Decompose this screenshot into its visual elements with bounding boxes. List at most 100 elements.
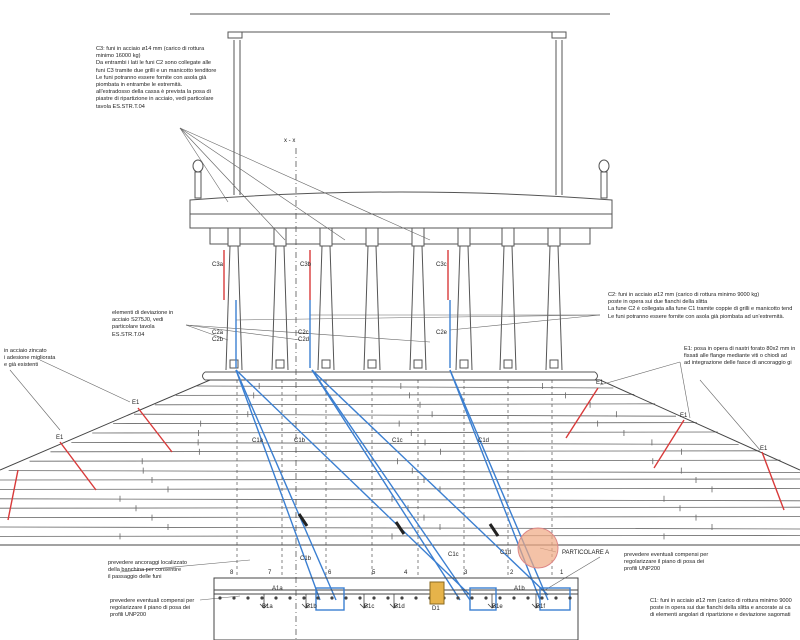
note-c3-line: Da entrambi i lati le funi C2 sono colle… xyxy=(96,60,212,67)
number-label: 7 xyxy=(268,570,272,576)
anchor-arrow xyxy=(259,603,269,609)
anchor-box xyxy=(315,587,345,611)
c1c-label: C1c xyxy=(392,438,403,444)
number-label: 4 xyxy=(404,570,408,576)
c2b-label: C2b xyxy=(212,337,224,343)
note-compensi-line: regolarizzare il piano di posa dei xyxy=(624,559,705,566)
stake-line xyxy=(421,245,427,371)
stake-line xyxy=(409,245,415,371)
note-c2-line: poste in opera sui due fianchi della sli… xyxy=(608,299,708,306)
note-c3-line: all'estradosso della cassa è prevista la… xyxy=(96,89,211,96)
c2e-label: C2e xyxy=(436,330,448,336)
c1c-label: C1c xyxy=(448,552,459,558)
note-left-line: in acciaio zincato xyxy=(4,348,47,354)
number-label: 2 xyxy=(510,570,514,576)
hull-plank xyxy=(154,403,656,406)
bolt-dot xyxy=(554,596,558,600)
hull xyxy=(0,380,800,578)
c2d-label: C2d xyxy=(298,337,310,343)
note-compensi-right: prevedere eventuali compensi per regolar… xyxy=(624,552,708,574)
note-compensi-line: prevedere eventuali compensi per xyxy=(110,598,195,604)
b1f-label: B1f xyxy=(536,604,546,610)
number-label: 5 xyxy=(372,570,376,576)
upper-frame xyxy=(190,13,610,195)
hull-plank xyxy=(0,498,800,502)
posts xyxy=(192,159,610,199)
bolt-dot xyxy=(344,596,348,600)
particolare-label: PARTICOLARE A xyxy=(562,550,610,556)
note-c2-line: C2: funi in acciaio ø12 mm (carico di ro… xyxy=(608,292,760,298)
e1-label: E1 xyxy=(132,400,140,406)
a1a-label: A1a xyxy=(272,586,283,592)
e1-mark xyxy=(653,419,685,469)
note-e1: E1: posa in opera di nastri forato 80x2 … xyxy=(684,346,795,368)
e1-label: E1 xyxy=(680,413,688,419)
particolare-circle xyxy=(517,527,559,569)
b1c-label: B1c xyxy=(364,604,375,610)
hull-plank xyxy=(8,470,800,474)
stake-line xyxy=(237,245,243,371)
note-c1-line: poste in opera sui due fianchi della sli… xyxy=(650,605,791,612)
hull-plank xyxy=(175,393,635,396)
bolt-dot xyxy=(400,596,404,600)
note-compensi-line: regolarizzare il piano di posa dei xyxy=(110,605,191,612)
number-label: 8 xyxy=(230,570,234,576)
stake-cap xyxy=(501,227,515,247)
bolt-dot xyxy=(456,596,460,600)
stake-plate xyxy=(275,359,285,369)
tensioner xyxy=(394,521,406,535)
note-c1-line: di elementi angolari di ripartizione e d… xyxy=(650,612,791,619)
c1d-label: C1d xyxy=(500,550,512,556)
bolt-dot xyxy=(358,596,362,600)
note-compensi-line: profili UNP200 xyxy=(110,612,147,619)
e1-label: E1 xyxy=(760,446,768,452)
stake-line xyxy=(545,245,551,371)
stake-line xyxy=(317,245,323,371)
stake-cap xyxy=(365,227,379,247)
bolt-dot xyxy=(302,596,306,600)
bolt-dot xyxy=(218,596,222,600)
stake-line xyxy=(363,245,369,371)
stake-plate xyxy=(367,359,377,369)
base-frame xyxy=(213,577,579,640)
c1-cable xyxy=(235,369,321,601)
a1b-label: A1b xyxy=(514,586,525,592)
c1d-label: C1d xyxy=(478,438,490,444)
stakes xyxy=(225,227,563,371)
b1d-label: B1d xyxy=(394,604,405,610)
bolt-dot xyxy=(512,596,516,600)
anchor-box xyxy=(469,587,497,611)
c1-cable xyxy=(235,369,471,596)
bolt-dot xyxy=(372,596,376,600)
stake-line xyxy=(499,245,505,371)
note-c3-line: tavola ES.STR.T.04 xyxy=(96,103,145,110)
hull-plank xyxy=(113,422,697,425)
anchor-arrow xyxy=(531,603,541,609)
note-left-line: i adesione migliorata xyxy=(4,355,56,362)
note-c3: C3: funi in acciaio ø14 mm (carico di ro… xyxy=(96,46,216,111)
hull-plank xyxy=(92,431,718,434)
bolt-dot xyxy=(274,596,278,600)
hull-plank xyxy=(0,478,800,481)
note-c2: C2: funi in acciaio ø12 mm (carico di ro… xyxy=(608,292,792,321)
stake-plate xyxy=(503,359,513,369)
note-e1-line: fissati alle flange mediante viti o chio… xyxy=(684,353,787,360)
stake-plate xyxy=(549,359,559,369)
stake-cap xyxy=(273,227,287,247)
bolt-dot xyxy=(470,596,474,600)
b1a-label: B1a xyxy=(262,604,273,610)
note-c1: C1: funi in acciaio ø12 mm (carico di ro… xyxy=(650,598,792,620)
hull-plank xyxy=(133,413,677,417)
note-compensi-line: profili UNP200 xyxy=(624,566,661,573)
note-deviazione-line: elementi di deviazione in xyxy=(112,310,174,316)
bolt-dot xyxy=(526,596,530,600)
bolt-dot xyxy=(540,596,544,600)
stake-cap xyxy=(319,227,333,247)
c1-cable xyxy=(311,369,471,601)
e1-label: E1 xyxy=(56,435,64,441)
note-compensi-left: prevedere eventuali compensi per regolar… xyxy=(110,598,194,620)
e1-label: E1 xyxy=(596,380,604,386)
c1a-label: C1a xyxy=(252,438,264,444)
e1-mark xyxy=(59,441,97,491)
stake-plate xyxy=(321,359,331,369)
